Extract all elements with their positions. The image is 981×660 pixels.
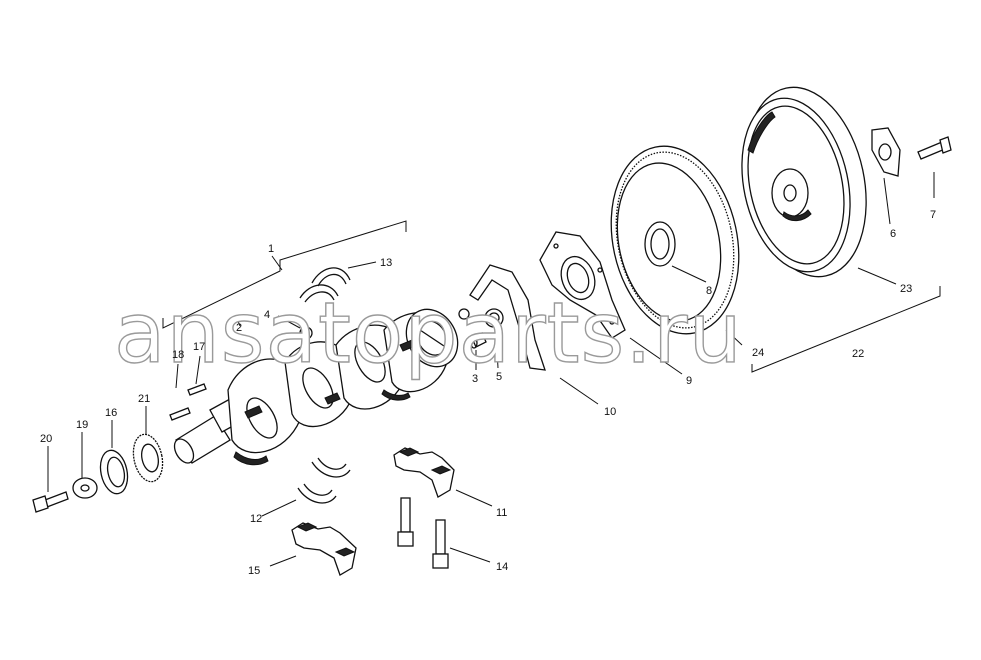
callout-19[interactable]: 19 <box>76 419 88 431</box>
oil-seal-small <box>484 308 504 328</box>
callout-20[interactable]: 20 <box>40 433 52 445</box>
adapter-plate <box>871 127 901 177</box>
callout-8[interactable]: 8 <box>706 285 712 297</box>
callout-1[interactable]: 1 <box>268 243 274 255</box>
callout-14[interactable]: 14 <box>496 561 508 573</box>
front-oil-seal <box>99 449 129 495</box>
main-bearing-bolt-2 <box>432 519 449 569</box>
dowel-pin <box>299 326 313 340</box>
watermark-text: ansatoparts.ru <box>114 284 743 382</box>
front-key-2 <box>169 407 191 421</box>
callout-21[interactable]: 21 <box>138 393 150 405</box>
main-bearing-bolt-1 <box>397 497 414 547</box>
callout-12[interactable]: 12 <box>250 513 262 525</box>
callout-5[interactable]: 5 <box>496 371 502 383</box>
callout-17[interactable]: 17 <box>193 341 205 353</box>
washer <box>72 477 98 499</box>
pulley-bolt <box>32 491 69 513</box>
flywheel-with-ring-gear <box>610 145 740 335</box>
leader-lines <box>47 172 935 567</box>
callout-13[interactable]: 13 <box>380 257 392 269</box>
rear-seal-housing <box>539 231 626 339</box>
callout-9[interactable]: 9 <box>686 375 692 387</box>
callout-labels: 1 2 3 4 5 6 7 8 9 10 11 12 13 14 15 16 1… <box>40 209 936 577</box>
callout-18[interactable]: 18 <box>172 349 184 361</box>
assembly-22-bracket <box>751 286 941 373</box>
callout-22[interactable]: 22 <box>852 348 864 360</box>
drive-plate <box>741 86 867 278</box>
callout-10[interactable]: 10 <box>604 406 616 418</box>
callout-6[interactable]: 6 <box>890 228 896 240</box>
main-bearing-cap-upper <box>393 447 455 498</box>
front-key <box>187 383 207 396</box>
pilot-bushing <box>470 332 487 349</box>
small-bolt <box>458 308 470 320</box>
timing-gear <box>132 433 164 483</box>
callout-23[interactable]: 23 <box>900 283 912 295</box>
rear-cover-gasket <box>469 264 546 371</box>
thrust-washer-upper <box>299 267 351 303</box>
callout-7[interactable]: 7 <box>930 209 936 221</box>
callout-15[interactable]: 15 <box>248 565 260 577</box>
callout-4[interactable]: 4 <box>264 309 270 321</box>
callout-2[interactable]: 2 <box>236 322 242 334</box>
callout-3[interactable]: 3 <box>472 373 478 385</box>
flywheel-bolt <box>917 136 952 160</box>
main-bearing-shells-lower <box>297 457 351 504</box>
main-bearing-cap-lower <box>291 522 357 576</box>
callout-11[interactable]: 11 <box>496 507 507 519</box>
callout-16[interactable]: 16 <box>105 407 117 419</box>
callout-24[interactable]: 24 <box>752 347 764 359</box>
assembly-1-bracket <box>162 220 407 329</box>
crankshaft <box>173 308 459 466</box>
